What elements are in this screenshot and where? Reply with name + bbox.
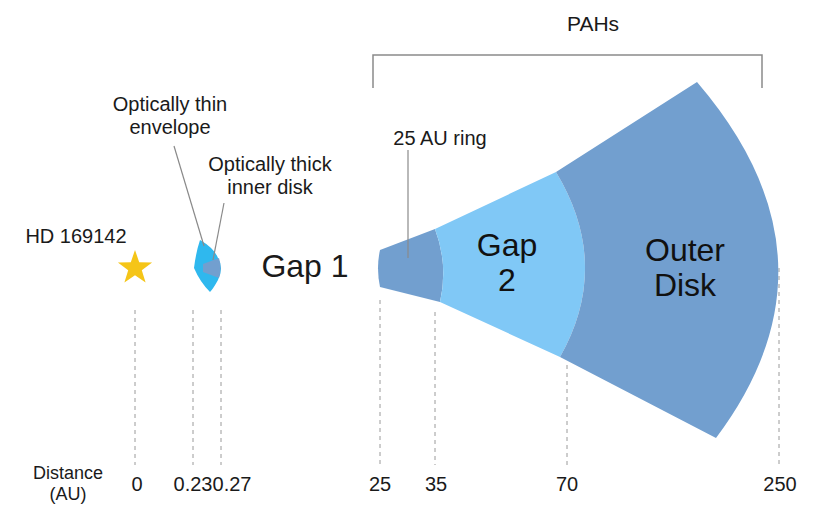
diagram-label: Optically thick inner disk — [190, 153, 350, 199]
diagram-label: Optically thin envelope — [90, 93, 250, 139]
star-symbol — [118, 250, 152, 283]
diagram-label: PAHs — [567, 12, 619, 36]
axis-tick-label: 35 — [425, 473, 447, 496]
region-label: Outer Disk — [645, 233, 725, 303]
axis-tick-label: 0.27 — [213, 473, 252, 496]
diagram-label: 25 AU ring — [393, 127, 486, 150]
outer-disk-region: Outer Disk — [550, 76, 790, 446]
region-fill — [435, 172, 585, 357]
leader-lines — [174, 146, 408, 260]
ring-25au — [378, 229, 443, 302]
pah-bracket — [373, 55, 762, 88]
diagram-label: HD 169142 — [25, 225, 126, 248]
axis-tick-label: 70 — [556, 473, 578, 496]
diagram-label: Distance (AU) — [33, 463, 103, 504]
inner-disk — [203, 258, 221, 278]
region-label: Gap 2 — [477, 228, 537, 298]
diagram-label: Gap 1 — [261, 248, 348, 285]
region-fill — [556, 82, 778, 438]
axis-tick-label: 0.23 — [174, 473, 213, 496]
axis-tick-label: 0 — [131, 473, 142, 496]
axis-tick-label: 25 — [369, 473, 391, 496]
axis-tick-label: 250 — [763, 473, 796, 496]
inner-envelope — [194, 240, 221, 292]
